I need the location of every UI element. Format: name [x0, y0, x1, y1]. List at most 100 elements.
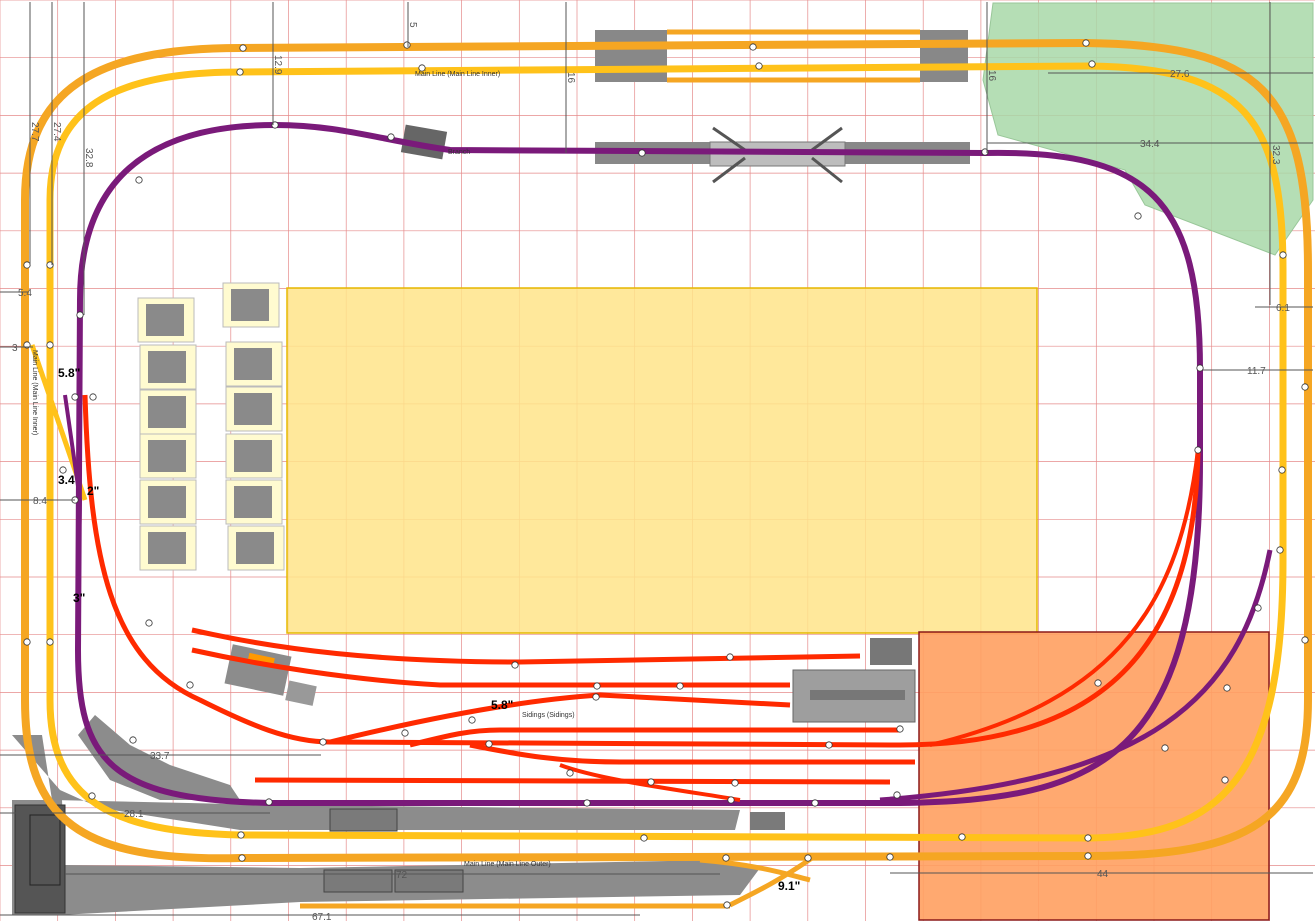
loco-stand[interactable]: [750, 812, 785, 830]
track-joint[interactable]: [186, 681, 194, 689]
siding-right-approach[interactable]: [929, 449, 1200, 747]
track-joint[interactable]: [129, 736, 137, 744]
track-joint[interactable]: [238, 854, 246, 862]
track-joint[interactable]: [593, 682, 601, 690]
track-joint[interactable]: [46, 341, 54, 349]
track-joint[interactable]: [1194, 446, 1202, 454]
track-joint[interactable]: [387, 133, 395, 141]
track-joint[interactable]: [1084, 834, 1092, 842]
footbridge-stairs: [712, 126, 843, 184]
measure-32-3: 32.3: [1270, 145, 1281, 165]
track-joint[interactable]: [237, 831, 245, 839]
siding-5[interactable]: [469, 742, 915, 765]
track-joint[interactable]: [485, 740, 493, 748]
track-joint[interactable]: [804, 854, 812, 862]
track-joint[interactable]: [886, 853, 894, 861]
track-joint[interactable]: [583, 799, 591, 807]
track-joint[interactable]: [1301, 383, 1309, 391]
track-joint[interactable]: [403, 41, 411, 49]
goods-platform-lower[interactable]: [12, 800, 760, 915]
track-joint[interactable]: [1221, 776, 1229, 784]
platform-shelter-2[interactable]: [323, 869, 393, 893]
siding-7[interactable]: [559, 763, 741, 802]
track-joint[interactable]: [135, 176, 143, 184]
siding-1[interactable]: [191, 627, 861, 665]
track-joint[interactable]: [1223, 684, 1231, 692]
platform-shelter-1[interactable]: [329, 808, 398, 832]
track-joint[interactable]: [722, 854, 730, 862]
ramp-platform[interactable]: [78, 715, 240, 800]
track-joint[interactable]: [640, 834, 648, 842]
track-joint[interactable]: [46, 638, 54, 646]
label-branch: Branch: [448, 149, 470, 156]
track-joint[interactable]: [511, 661, 519, 669]
branch-spur-right[interactable]: [879, 549, 1273, 803]
track-joint[interactable]: [647, 778, 655, 786]
track-joint[interactable]: [1276, 546, 1284, 554]
track-joint[interactable]: [23, 638, 31, 646]
track-joint[interactable]: [566, 769, 574, 777]
platform-shelter-3[interactable]: [394, 869, 464, 893]
track-joint[interactable]: [896, 725, 904, 733]
track-joint[interactable]: [468, 716, 476, 724]
shed-annex[interactable]: [285, 680, 317, 706]
track-joint[interactable]: [265, 798, 273, 806]
track-joint[interactable]: [958, 833, 966, 841]
siding-2[interactable]: [191, 647, 790, 688]
track-joint[interactable]: [76, 311, 84, 319]
track-joint[interactable]: [1161, 744, 1169, 752]
track-joint[interactable]: [1279, 251, 1287, 259]
track-joint[interactable]: [239, 44, 247, 52]
track-joint[interactable]: [723, 901, 731, 909]
track-joint[interactable]: [319, 738, 327, 746]
station-platform-top-right[interactable]: [920, 30, 968, 82]
track-joint[interactable]: [71, 393, 79, 401]
main-line-inner[interactable]: [46, 62, 1287, 842]
track-joint[interactable]: [1196, 364, 1204, 372]
track-joint[interactable]: [1084, 852, 1092, 860]
track-joint[interactable]: [592, 693, 600, 701]
track-joint[interactable]: [893, 791, 901, 799]
yellow-baseboard[interactable]: [286, 287, 1038, 634]
track-joint[interactable]: [676, 682, 684, 690]
goods-platform-left[interactable]: [12, 735, 740, 830]
track-joint[interactable]: [145, 619, 153, 627]
house-roof: [234, 348, 272, 380]
track-joint[interactable]: [236, 68, 244, 76]
track-joint[interactable]: [726, 653, 734, 661]
siding-3[interactable]: [329, 692, 791, 745]
track-joint[interactable]: [1134, 212, 1142, 220]
track-joint[interactable]: [1088, 60, 1096, 68]
track-joint[interactable]: [1254, 604, 1262, 612]
goods-shed[interactable]: [224, 644, 292, 696]
track-joint[interactable]: [731, 779, 739, 787]
siding-inner-loop[interactable]: [82, 394, 1201, 748]
track-joint[interactable]: [401, 729, 409, 737]
track-joint[interactable]: [88, 792, 96, 800]
track-joint[interactable]: [418, 64, 426, 72]
track-joint[interactable]: [755, 62, 763, 70]
track-joint[interactable]: [825, 741, 833, 749]
station-building[interactable]: [14, 804, 66, 914]
track-joint[interactable]: [59, 466, 67, 474]
track-joint[interactable]: [1301, 636, 1309, 644]
branch-inner-left[interactable]: [63, 394, 83, 601]
station-platform-top-left[interactable]: [595, 30, 667, 82]
small-hut[interactable]: [870, 638, 912, 665]
track-joint[interactable]: [1094, 679, 1102, 687]
house-roof: [148, 532, 186, 564]
track-joint[interactable]: [1278, 466, 1286, 474]
siding-6[interactable]: [254, 777, 891, 785]
measure-5-4: 5.4: [18, 288, 32, 299]
track-joint[interactable]: [727, 796, 735, 804]
track-joint[interactable]: [1082, 39, 1090, 47]
track-joint[interactable]: [811, 799, 819, 807]
track-joint[interactable]: [638, 149, 646, 157]
outer-to-lower-loop[interactable]: [699, 855, 814, 908]
siding-4[interactable]: [409, 727, 900, 748]
track-joint[interactable]: [749, 43, 757, 51]
track-joint[interactable]: [89, 393, 97, 401]
callout-2: 2": [87, 484, 99, 498]
track-joint[interactable]: [23, 261, 31, 269]
